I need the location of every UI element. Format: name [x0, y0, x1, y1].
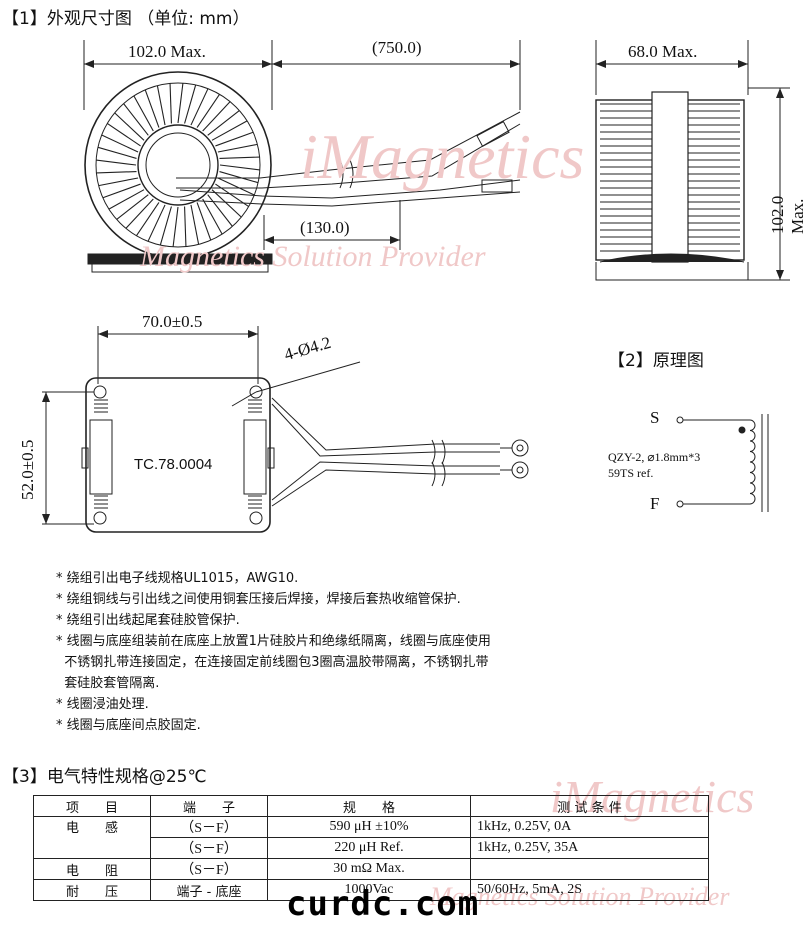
dim-height-max: 102.0 Max.: [768, 195, 807, 234]
note-line: * 绕组铜线与引出线之间使用铜套压接后焊接，焊接后套热收缩管保护.: [56, 592, 461, 607]
section-3-title: 【3】电气特性规格@25℃: [2, 767, 207, 787]
dim-lead-length: (750.0): [372, 38, 422, 57]
note-line: * 绕组引出电子线规格UL1015，AWG10.: [56, 571, 299, 586]
section-2-title: 【2】原理图: [608, 351, 704, 371]
schematic-turns: 59TS ref.: [608, 466, 654, 480]
note-line: 不锈钢扎带连接固定，在连接固定前线圈包3圈高温胶带隔离，不锈钢扎带: [56, 655, 489, 670]
schematic-start: S: [650, 408, 660, 427]
note-line: 套硅胶套管隔离.: [56, 676, 160, 691]
header-terminal: 端 子: [150, 795, 268, 817]
schematic-wire-spec: QZY-2, ⌀1.8mm*3: [608, 450, 701, 464]
schematic-finish: F: [650, 494, 660, 513]
watermark-brand: iMagnetics: [300, 121, 585, 192]
part-number: TC.78.0004: [134, 456, 213, 473]
base-top-view: [42, 326, 529, 533]
dim-base-width: 70.0±0.5: [142, 312, 203, 331]
table-row: （S－F） 220 μH Ref. 1kHz, 0.25V, 35A: [34, 837, 709, 859]
spec-table: 项 目 端 子 规 格 测 试 条 件 电 感 （S－F） 590 μH ±10…: [33, 795, 709, 901]
note-line: * 绕组引出线起尾套硅胶管保护.: [56, 613, 240, 628]
schematic-diagram: [676, 414, 769, 512]
note-line: * 线圈与底座组装前在底座上放置1片硅胶片和绝缘纸隔离，线圈与底座使用: [56, 634, 491, 649]
dim-side-width: 68.0 Max.: [628, 42, 698, 61]
header-item: 项 目: [33, 795, 151, 817]
note-line: * 线圈与底座间点胶固定.: [56, 718, 201, 733]
watermark-slogan: Magnetics Solution Provider: [140, 240, 486, 273]
table-header-row: 项 目 端 子 规 格 测 试 条 件: [33, 795, 709, 817]
toroid-side-view: [595, 40, 790, 281]
table-row: 耐 压 端子 - 底座 1000Vac 50/60Hz, 5mA, 2S: [33, 879, 709, 901]
notes-list: * 绕组引出电子线规格UL1015，AWG10. * 绕组铜线与引出线之间使用铜套…: [56, 568, 491, 736]
dim-lead-short: (130.0): [300, 218, 350, 237]
header-spec: 规 格: [267, 795, 471, 817]
dim-width-max: 102.0 Max.: [128, 42, 206, 61]
site-watermark: curdc.com: [286, 884, 480, 924]
header-condition: 测 试 条 件: [470, 795, 709, 817]
table-row: 电 阻 （S－F） 30 mΩ Max.: [33, 858, 709, 880]
dim-base-height: 52.0±0.5: [18, 439, 37, 500]
section-1-title: 【1】外观尺寸图 （单位: mm）: [2, 9, 250, 29]
toroid-front-view: [83, 40, 521, 273]
table-row: 电 感 （S－F） 590 μH ±10% 1kHz, 0.25V, 0A: [33, 816, 709, 859]
note-line: * 线圈浸油处理.: [56, 697, 149, 712]
